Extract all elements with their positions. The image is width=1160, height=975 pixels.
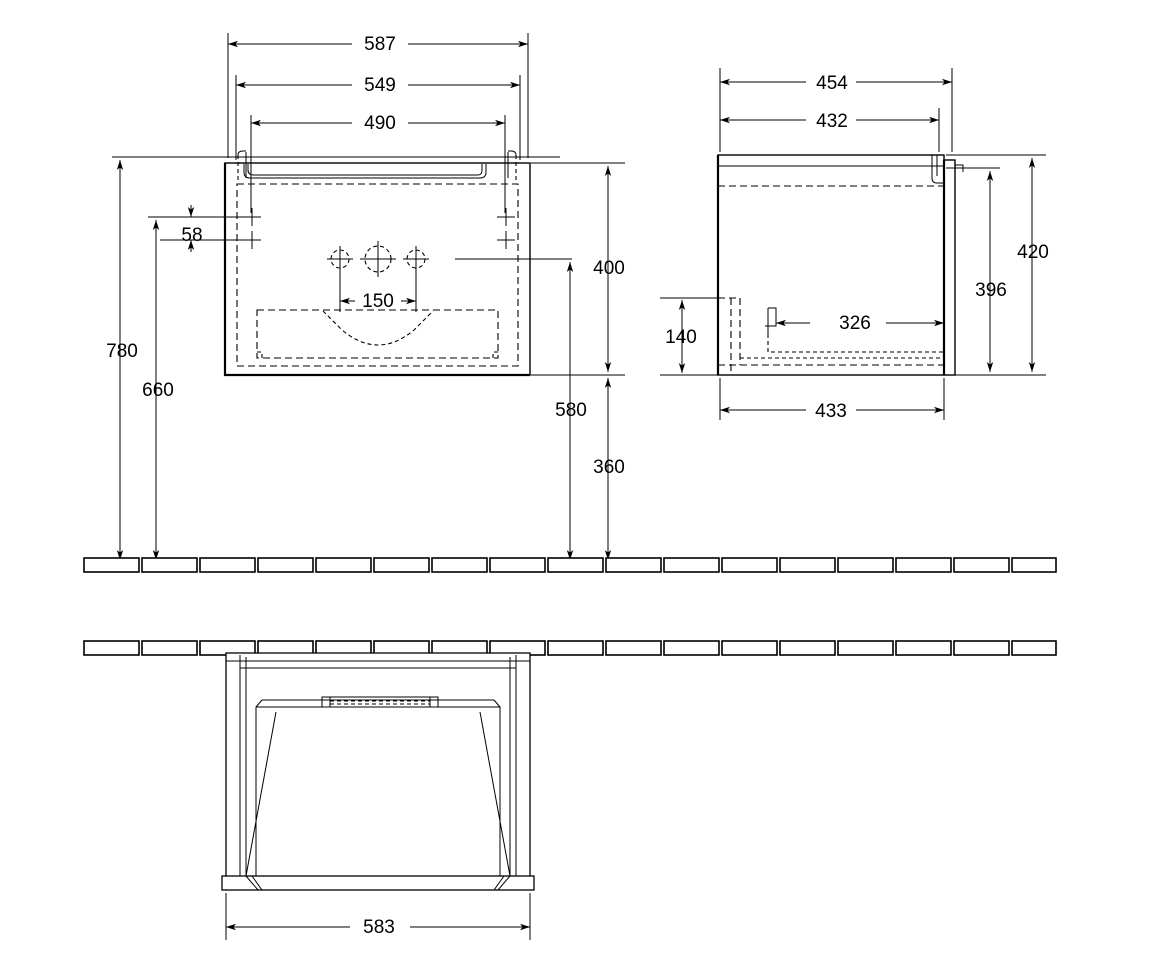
tile-segment xyxy=(895,640,952,656)
front-left-tab-cap xyxy=(237,150,246,156)
dim-label-360: 360 xyxy=(593,457,625,478)
front-drawer-notch-left xyxy=(257,351,263,358)
tap-hole-center xyxy=(360,241,396,277)
tile-segment xyxy=(547,640,604,656)
dim-label-660: 660 xyxy=(142,380,174,401)
side-drawer-hidden xyxy=(767,334,944,353)
dim-label-454: 454 xyxy=(816,73,848,94)
dim-label-420: 420 xyxy=(1017,242,1049,263)
dim-label-580: 580 xyxy=(555,400,587,421)
plan-drawer-bevel-left xyxy=(255,699,263,708)
front-basin-bowl-curve xyxy=(322,310,434,346)
dim-label-150: 150 xyxy=(362,291,394,312)
dim-label-583: 583 xyxy=(363,917,395,938)
front-tap-holes xyxy=(327,241,429,277)
plan-plinth-bevel-left xyxy=(245,875,259,891)
tile-segment xyxy=(837,557,894,573)
tile-segment xyxy=(779,640,836,656)
tile-segment xyxy=(663,557,720,573)
tile-segment xyxy=(953,557,1010,573)
tile-segment xyxy=(431,557,488,573)
front-mounting-crosses xyxy=(243,208,515,249)
dim-label-433: 433 xyxy=(815,401,847,422)
tile-segment xyxy=(373,557,430,573)
front-elevation-view: 587 549 490 150 58 780 660 400 xyxy=(106,33,625,560)
tile-segment xyxy=(779,557,836,573)
plan-drawer-bevel-right xyxy=(493,699,501,708)
tile-segment xyxy=(663,640,720,656)
side-wall-panel xyxy=(943,159,956,376)
mount-cross-bottom-right xyxy=(497,231,515,249)
dim-label-58: 58 xyxy=(181,225,202,246)
dim-label-587: 587 xyxy=(364,34,396,55)
tile-segment xyxy=(199,557,256,573)
plan-plinth-bevel-left-2 xyxy=(251,875,263,891)
tile-segment xyxy=(605,640,662,656)
tile-segment xyxy=(257,557,314,573)
dim-label-326: 326 xyxy=(839,313,871,334)
mount-cross-top-right xyxy=(497,208,515,226)
side-cabinet-outline xyxy=(717,154,945,376)
front-handle-left-return-inner xyxy=(247,164,290,176)
tile-segment xyxy=(547,557,604,573)
plan-plinth-bevel-right-2 xyxy=(493,875,505,891)
front-handle-right-return-inner xyxy=(477,164,483,176)
plan-handle-outline xyxy=(321,696,439,708)
side-top-hook xyxy=(931,155,944,184)
side-bracket-profile xyxy=(768,307,777,327)
dim-label-396: 396 xyxy=(975,280,1007,301)
tile-segment xyxy=(315,557,372,573)
dim-label-780: 780 xyxy=(106,341,138,362)
plan-view: 583 xyxy=(221,652,535,940)
tile-segment xyxy=(721,557,778,573)
front-drawer-hidden-outline xyxy=(256,309,499,359)
dim-label-400: 400 xyxy=(593,258,625,279)
plan-diag-right xyxy=(479,711,511,877)
tile-line-lower xyxy=(83,640,1057,656)
tile-segment xyxy=(141,640,198,656)
plan-outer-body xyxy=(225,652,531,886)
plan-front-plinth xyxy=(221,875,535,891)
tile-segment xyxy=(489,557,546,573)
front-right-tab-cap xyxy=(508,150,517,156)
tile-segment xyxy=(141,557,198,573)
front-handle-right-return xyxy=(479,164,487,179)
dim-label-432: 432 xyxy=(816,111,848,132)
front-cabinet-edge-accent xyxy=(223,163,530,377)
tile-line-upper xyxy=(83,557,1057,573)
tile-segment xyxy=(895,557,952,573)
tile-segment xyxy=(1011,640,1057,656)
tile-segment xyxy=(837,640,894,656)
front-drawer-notch-right xyxy=(492,351,498,358)
plan-plinth-bevel-right xyxy=(497,875,511,891)
side-elevation-view: 454 432 433 326 140 420 396 xyxy=(660,68,1049,422)
tile-segment xyxy=(1011,557,1057,573)
tile-segment xyxy=(83,557,140,573)
tile-segment xyxy=(721,640,778,656)
tile-segment xyxy=(605,557,662,573)
dim-label-549: 549 xyxy=(364,75,396,96)
side-bracket-hidden-outline xyxy=(718,297,741,365)
dim-label-140: 140 xyxy=(665,327,697,348)
plan-diag-left xyxy=(245,711,277,877)
dim-label-490: 490 xyxy=(364,113,396,134)
side-wall-panel-tab xyxy=(955,164,964,172)
tile-segment xyxy=(83,640,140,656)
tile-segment xyxy=(953,640,1010,656)
